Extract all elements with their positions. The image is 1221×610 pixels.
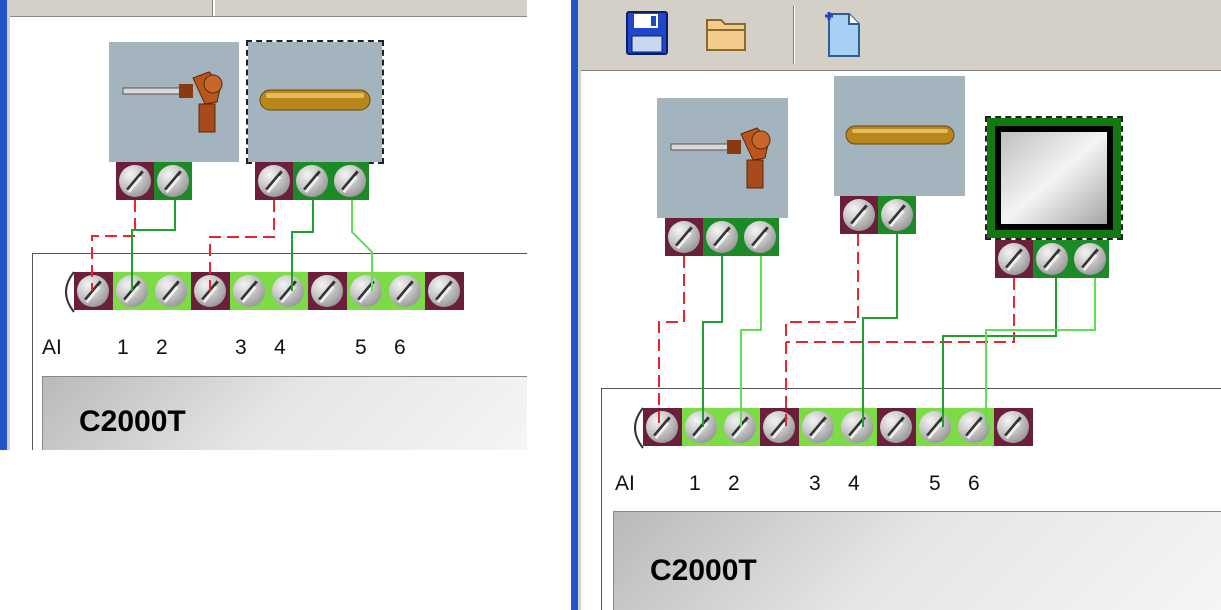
terminal[interactable] xyxy=(995,240,1033,278)
channel-label: 2 xyxy=(156,336,168,359)
strip-terminal[interactable] xyxy=(955,408,994,446)
rod-sensor[interactable] xyxy=(834,76,965,196)
strip-terminal[interactable] xyxy=(721,408,760,446)
strip-terminal[interactable] xyxy=(308,272,347,310)
rod-sensor-terminals xyxy=(840,196,916,234)
terminal[interactable] xyxy=(154,162,192,200)
channel-label: 5 xyxy=(355,336,367,359)
terminal[interactable] xyxy=(1071,240,1109,278)
display-panel-sensor[interactable] xyxy=(985,116,1123,240)
thermocouple-terminals xyxy=(116,162,192,200)
channel-label-row: AI 1 2 3 4 5 6 xyxy=(0,336,527,362)
thermocouple-sensor[interactable] xyxy=(109,42,239,162)
channel-label: 3 xyxy=(809,472,821,495)
window-border xyxy=(571,0,581,610)
strip-terminal[interactable] xyxy=(191,272,230,310)
channel-label: 5 xyxy=(929,472,941,495)
strip-terminal[interactable] xyxy=(74,272,113,310)
strip-terminal[interactable] xyxy=(269,272,308,310)
terminal-strip xyxy=(643,408,1033,446)
channel-label: 4 xyxy=(274,336,286,359)
strip-terminal[interactable] xyxy=(425,272,464,310)
thermocouple-probe-icon xyxy=(122,71,223,133)
channel-prefix: AI xyxy=(615,472,635,495)
right-wiring-view: AI 1 2 3 4 5 6 C2000T xyxy=(571,0,1221,610)
terminal[interactable] xyxy=(703,218,741,256)
new-document-icon xyxy=(825,12,860,57)
channel-label: 1 xyxy=(117,336,129,359)
strip-terminal[interactable] xyxy=(838,408,877,446)
wire-red xyxy=(786,278,1015,343)
strip-terminal[interactable] xyxy=(994,408,1033,446)
strip-terminal[interactable] xyxy=(230,272,269,310)
floppy-save-icon xyxy=(626,11,668,55)
terminal[interactable] xyxy=(840,196,878,234)
strip-terminal[interactable] xyxy=(386,272,425,310)
channel-prefix: AI xyxy=(42,336,62,359)
channel-label: 3 xyxy=(235,336,247,359)
thermocouple-sensor[interactable] xyxy=(657,98,788,218)
save-button[interactable] xyxy=(621,8,673,58)
terminal[interactable] xyxy=(665,218,703,256)
strip-terminal[interactable] xyxy=(152,272,191,310)
channel-label: 2 xyxy=(728,472,740,495)
strip-terminal[interactable] xyxy=(347,272,386,310)
left-wiring-view: AI 1 2 3 4 5 6 C2000T xyxy=(0,0,527,450)
display-panel-icon xyxy=(987,118,1121,238)
rod-sensor-terminals xyxy=(255,162,369,200)
terminal[interactable] xyxy=(741,218,779,256)
strip-terminal[interactable] xyxy=(682,408,721,446)
device-name-panel: C2000T xyxy=(613,511,1221,610)
terminal[interactable] xyxy=(1033,240,1071,278)
rod-sensor-icon xyxy=(259,89,371,111)
toolbar xyxy=(581,0,1221,71)
thermocouple-probe-icon xyxy=(670,127,771,189)
strip-terminal[interactable] xyxy=(643,408,682,446)
open-button[interactable] xyxy=(701,8,753,58)
rod-sensor[interactable] xyxy=(246,40,384,164)
new-document-button[interactable] xyxy=(817,8,869,58)
window-border xyxy=(0,0,10,450)
strip-terminal[interactable] xyxy=(877,408,916,446)
folder-open-icon xyxy=(706,19,746,51)
channel-label-row: AI 1 2 3 4 5 6 xyxy=(571,472,1221,498)
device-name: C2000T xyxy=(650,554,757,587)
device-name-panel: C2000T xyxy=(42,376,527,450)
rod-sensor-icon xyxy=(845,125,955,145)
thermocouple-terminals xyxy=(665,218,779,256)
channel-label: 6 xyxy=(394,336,406,359)
terminal-strip xyxy=(74,272,464,310)
channel-label: 6 xyxy=(968,472,980,495)
channel-label: 4 xyxy=(848,472,860,495)
terminal[interactable] xyxy=(293,162,331,200)
terminal[interactable] xyxy=(116,162,154,200)
toolbar-separator xyxy=(212,0,215,16)
terminal[interactable] xyxy=(878,196,916,234)
strip-terminal[interactable] xyxy=(799,408,838,446)
device-name: C2000T xyxy=(79,405,186,438)
channel-label: 1 xyxy=(689,472,701,495)
display-panel-terminals xyxy=(995,240,1109,278)
strip-terminal[interactable] xyxy=(760,408,799,446)
strip-terminal[interactable] xyxy=(916,408,955,446)
strip-terminal[interactable] xyxy=(113,272,152,310)
label-frame xyxy=(32,330,527,365)
terminal[interactable] xyxy=(331,162,369,200)
terminal[interactable] xyxy=(255,162,293,200)
toolbar-separator xyxy=(793,6,795,64)
top-toolbar-strip xyxy=(10,0,527,17)
